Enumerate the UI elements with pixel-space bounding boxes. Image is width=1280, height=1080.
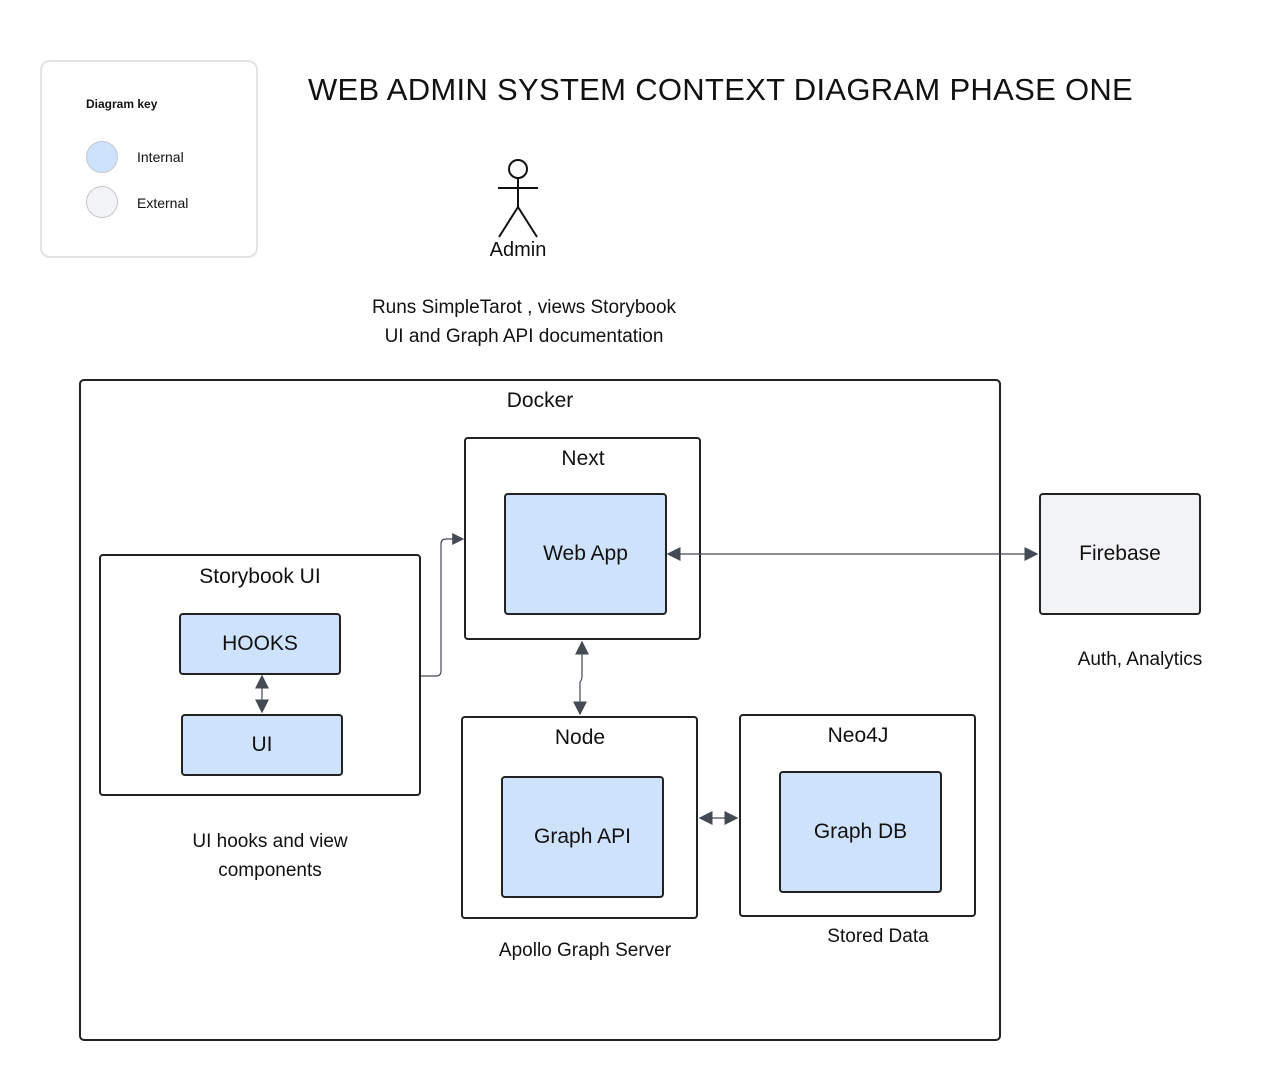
- neo4j-label: Neo4J: [827, 724, 889, 747]
- graph-db-box: Graph DB: [779, 771, 942, 893]
- hooks-box: HOOKS: [179, 613, 341, 675]
- key-internal-label: Internal: [137, 149, 184, 165]
- diagram-key: [40, 60, 258, 258]
- docker-label: Docker: [506, 389, 574, 412]
- storybook-label: Storybook UI: [199, 565, 321, 588]
- ui-box: UI: [181, 714, 343, 776]
- admin-description-line-1: Runs SimpleTarot , views Storybook: [371, 297, 677, 318]
- next-node-connector: [573, 640, 589, 716]
- storybook-to-next-connector: [421, 533, 465, 677]
- admin-label: Admin: [489, 239, 547, 261]
- firebase-caption: Auth, Analytics: [1077, 649, 1203, 670]
- storybook-caption-line-1: UI hooks and view: [192, 831, 348, 852]
- admin-description-line-2: UI and Graph API documentation: [384, 326, 664, 347]
- storybook-caption: UI hooks and view components: [150, 827, 390, 885]
- storybook-caption-line-2: components: [218, 860, 322, 881]
- neo4j-caption: Stored Data: [827, 926, 929, 947]
- web-app-box: Web App: [504, 493, 667, 615]
- diagram-title: WEB ADMIN SYSTEM CONTEXT DIAGRAM PHASE O…: [308, 72, 1134, 107]
- key-internal-swatch: [86, 141, 118, 173]
- graph-api-box: Graph API: [501, 776, 664, 898]
- key-external-label: External: [137, 195, 189, 211]
- docker-boundary: [79, 379, 1001, 1041]
- admin-description: Runs SimpleTarot , views Storybook UI an…: [344, 293, 704, 351]
- next-label: Next: [561, 447, 605, 470]
- node-label: Node: [554, 726, 606, 749]
- admin-actor-icon: [498, 159, 538, 238]
- diagram-key-title: Diagram key: [86, 97, 158, 111]
- key-external-swatch: [86, 186, 118, 218]
- node-caption: Apollo Graph Server: [498, 940, 672, 961]
- firebase-box: Firebase: [1039, 493, 1201, 615]
